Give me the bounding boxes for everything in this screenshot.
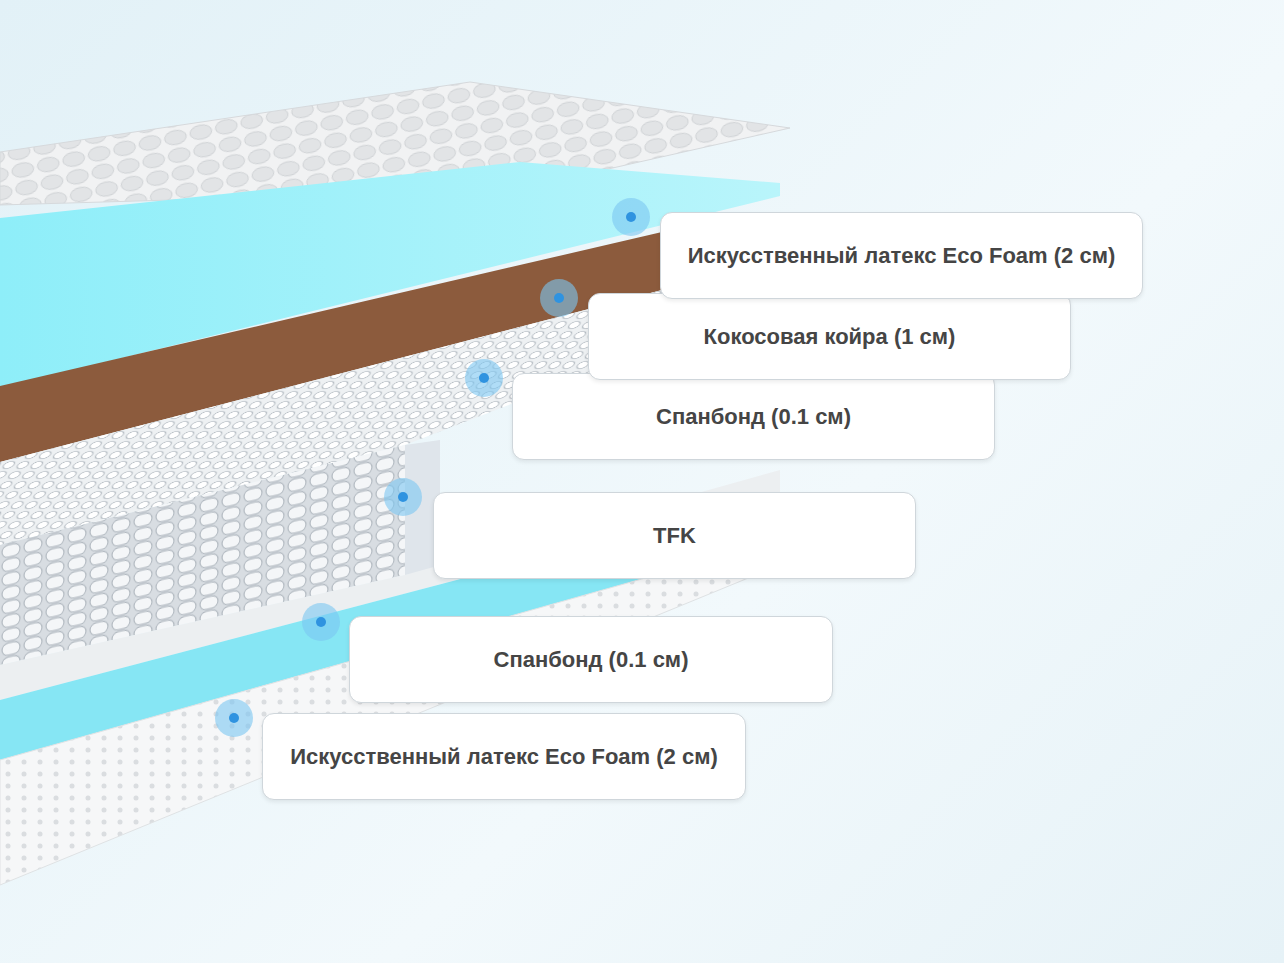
layer-label: Кокосовая койра (1 см) [704,324,956,349]
layer-label: TFK [653,523,696,548]
bottom-cover [0,540,780,885]
callout-box: TFK [433,492,916,579]
callout-box: Искусственный латекс Eco Foam (2 см) [660,212,1143,299]
layer-label: Спанбонд (0.1 см) [494,647,689,672]
callout-box: Искусственный латекс Eco Foam (2 см) [262,713,746,800]
callout-box: Спанбонд (0.1 см) [349,616,833,703]
layer-label: Искусственный латекс Eco Foam (2 см) [290,744,718,769]
callout-box: Кокосовая койра (1 см) [588,293,1071,380]
callout-box: Спанбонд (0.1 см) [512,373,995,460]
layer-label: Искусственный латекс Eco Foam (2 см) [688,243,1116,268]
layer-label: Спанбонд (0.1 см) [656,404,851,429]
